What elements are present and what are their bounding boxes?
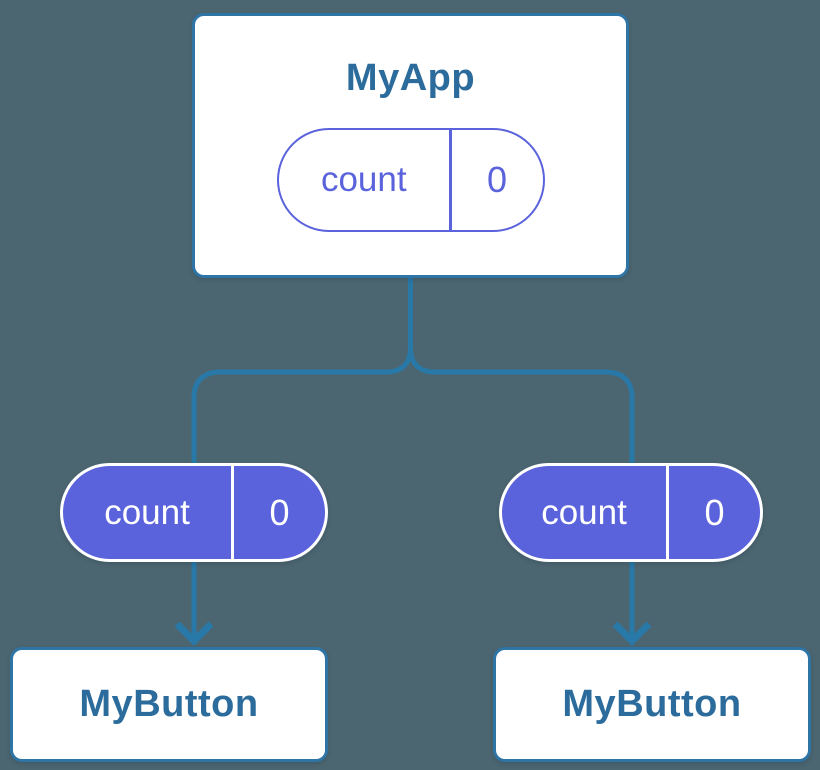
state-pill-root: count 0: [276, 127, 545, 232]
component-label: MyButton: [79, 682, 259, 725]
pill-divider: [666, 466, 669, 559]
pill-divider: [449, 129, 452, 230]
state-value: 0: [486, 158, 508, 200]
prop-pill-left: count 0: [60, 463, 328, 562]
state-name: count: [320, 159, 407, 199]
component-label: MyButton: [562, 682, 742, 725]
prop-value: 0: [269, 491, 290, 533]
connector-branch-right: [408, 347, 635, 468]
prop-value: 0: [704, 491, 725, 533]
arrow-down-icon: [612, 621, 652, 646]
prop-name: count: [104, 492, 190, 532]
component-node-myapp: MyApp count 0: [192, 13, 629, 278]
component-label: MyApp: [345, 57, 476, 99]
prop-pill-right: count 0: [499, 463, 763, 562]
component-node-mybutton-left: MyButton: [10, 647, 328, 762]
connector-branch-left: [191, 276, 413, 468]
arrow-down-icon: [174, 621, 214, 646]
pill-divider: [231, 466, 234, 559]
prop-name: count: [541, 492, 627, 532]
component-node-mybutton-right: MyButton: [493, 647, 811, 762]
